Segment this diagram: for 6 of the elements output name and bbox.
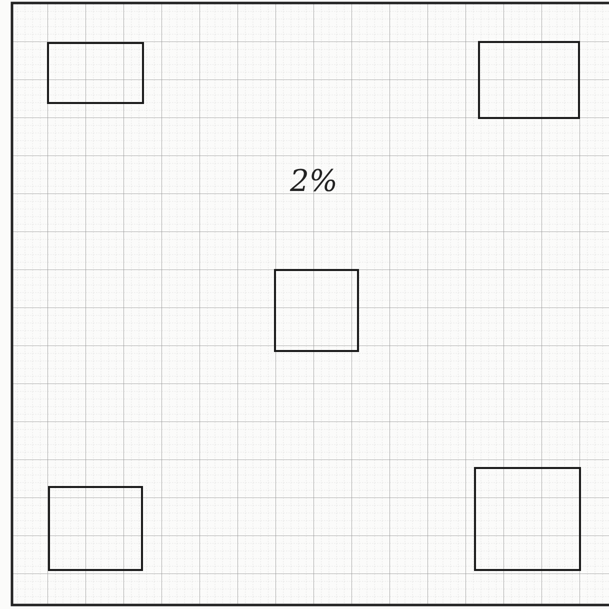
empty-box xyxy=(48,486,143,571)
empty-box xyxy=(478,41,580,119)
empty-box xyxy=(474,467,581,571)
empty-box xyxy=(274,269,359,352)
empty-box xyxy=(47,42,144,104)
handwritten-note: 2% xyxy=(290,164,338,199)
